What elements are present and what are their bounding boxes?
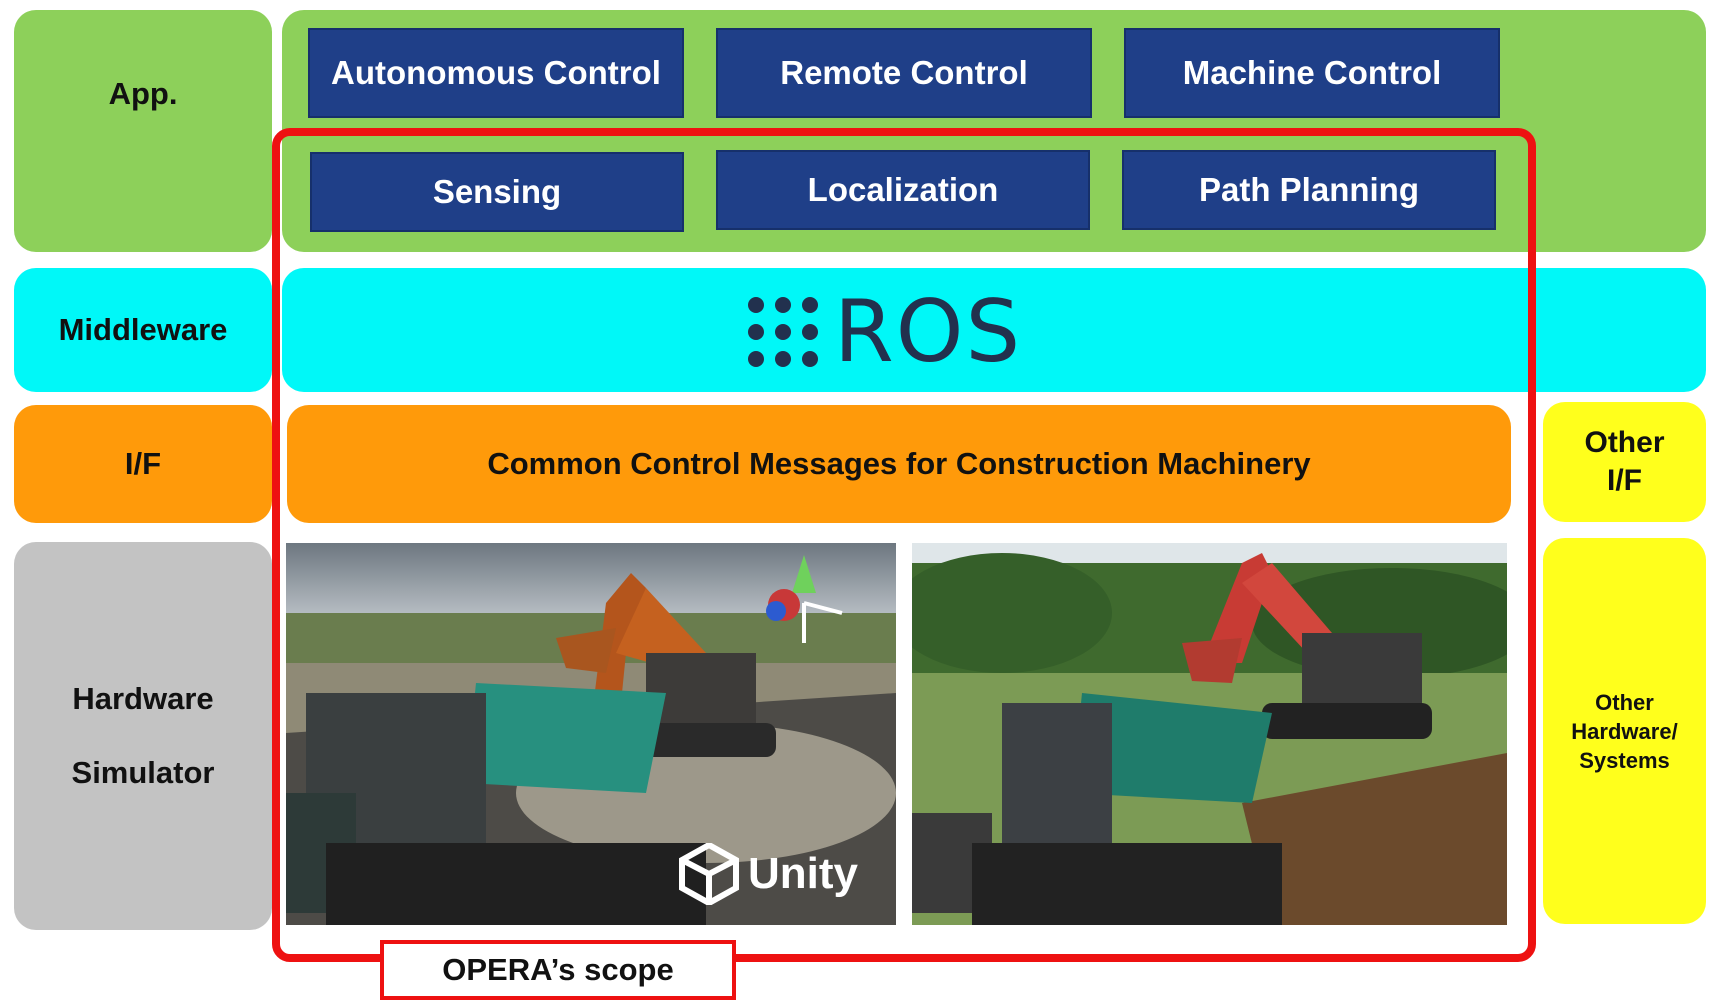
layer-middleware-label: Middleware bbox=[58, 312, 228, 347]
opera-scope-label-text: OPERA’s scope bbox=[442, 952, 674, 987]
module-remote-control-label: Remote Control bbox=[780, 54, 1028, 91]
other-hardware-line3: Systems bbox=[1579, 747, 1670, 773]
unity-cube-icon bbox=[679, 843, 739, 905]
module-machine-control-label: Machine Control bbox=[1182, 54, 1442, 91]
layer-app: App. bbox=[14, 10, 272, 252]
middleware-area bbox=[282, 268, 1706, 392]
ros-dots-icon bbox=[748, 297, 818, 367]
simulator-image: Unity bbox=[286, 543, 896, 925]
layer-hardware: Hardware Simulator bbox=[14, 542, 272, 930]
other-hardware-line2: Hardware/ bbox=[1571, 718, 1678, 744]
module-machine-control: Machine Control bbox=[1124, 28, 1500, 118]
interface-area: Common Control Messages for Construction… bbox=[287, 405, 1511, 523]
opera-scope-label: OPERA’s scope bbox=[380, 940, 736, 1000]
unity-brand-text: Unity bbox=[748, 849, 858, 898]
layer-interface-label: I/F bbox=[124, 446, 162, 481]
module-localization: Localization bbox=[716, 150, 1090, 230]
ros-logo: ROS bbox=[746, 282, 1036, 382]
real-machine-image bbox=[912, 543, 1507, 925]
layer-interface: I/F bbox=[14, 405, 272, 523]
layer-hardware-label-line2: Simulator bbox=[71, 755, 215, 790]
other-interface: Other I/F bbox=[1543, 402, 1706, 522]
module-autonomous-control: Autonomous Control bbox=[308, 28, 684, 118]
layer-hardware-label-line1: Hardware bbox=[72, 681, 214, 716]
layer-middleware: Middleware bbox=[14, 268, 272, 392]
other-hardware: Other Hardware/ Systems bbox=[1543, 538, 1706, 924]
module-autonomous-control-label: Autonomous Control bbox=[331, 54, 661, 91]
ros-logo-text: ROS bbox=[834, 282, 1023, 382]
module-localization-label: Localization bbox=[807, 171, 999, 208]
module-sensing: Sensing bbox=[310, 152, 684, 232]
other-interface-line2: I/F bbox=[1607, 464, 1642, 497]
opera-scope-outline bbox=[272, 128, 1536, 962]
common-control-messages: Common Control Messages for Construction… bbox=[487, 446, 1311, 481]
module-remote-control: Remote Control bbox=[716, 28, 1092, 118]
unity-logo: Unity bbox=[678, 843, 858, 905]
module-sensing-label: Sensing bbox=[432, 173, 562, 210]
layer-app-label: App. bbox=[108, 76, 178, 111]
module-path-planning-label: Path Planning bbox=[1198, 171, 1419, 208]
other-hardware-line1: Other bbox=[1595, 689, 1654, 715]
module-path-planning: Path Planning bbox=[1122, 150, 1496, 230]
other-interface-line1: Other bbox=[1584, 426, 1665, 459]
